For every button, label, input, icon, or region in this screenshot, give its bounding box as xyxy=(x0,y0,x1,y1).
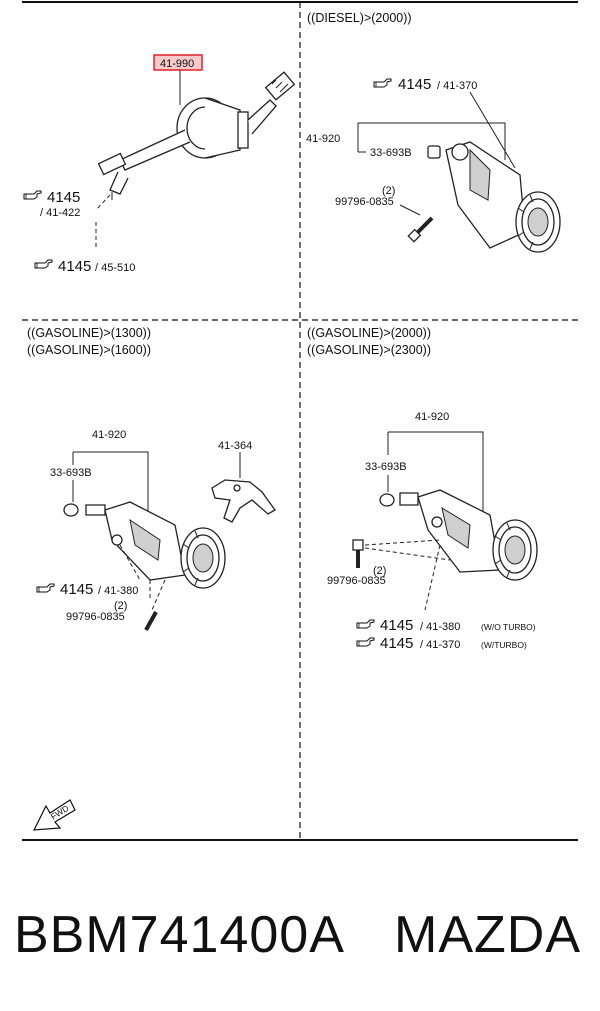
part-b-label: 33-693B xyxy=(365,461,407,473)
condition-label-2: ((GASOLINE)>(1600)) xyxy=(27,343,151,357)
bolt-qty: (2) xyxy=(382,185,395,197)
condition-label-2: ((GASOLINE)>(2300)) xyxy=(307,343,431,357)
ref-code: 4145 xyxy=(380,617,413,634)
part-41-990-label: 41-990 xyxy=(160,58,194,70)
bolt-qty: (2) xyxy=(114,600,127,612)
ref-part: / 41-380 xyxy=(420,621,460,633)
panel-bottom-right: ((GASOLINE)>(2000)) ((GASOLINE)>(2300)) … xyxy=(307,326,538,652)
ref-code: 4145 xyxy=(60,581,93,598)
fwd-arrow-icon: FWD xyxy=(32,799,76,831)
part-b-label: 33-693B xyxy=(370,147,412,159)
condition-label: ((DIESEL)>(2000)) xyxy=(307,11,412,25)
ref-part: / 45-510 xyxy=(95,262,135,274)
highlight-box xyxy=(153,54,203,71)
bolt-head-drawing xyxy=(352,539,364,551)
ref-code: 4145 xyxy=(58,258,91,275)
hand-pointer-icon xyxy=(356,637,375,647)
ref-part: / 41-422 xyxy=(40,207,80,219)
bracket-drawing xyxy=(211,479,276,523)
bolt-qty: (2) xyxy=(373,565,386,577)
ref-part: / 41-370 xyxy=(420,639,460,651)
brand-caption: MAZDA xyxy=(394,906,581,964)
hand-pointer-icon xyxy=(23,190,42,200)
ref-code: 4145 xyxy=(398,76,431,93)
bolt-label: 99796-0835 xyxy=(327,575,386,587)
ref-note: (W/O TURBO) xyxy=(481,622,536,632)
ref-part: / 41-380 xyxy=(98,585,138,597)
clutch-slave-cylinder-drawing xyxy=(104,501,226,589)
bolt-label: 99796-0835 xyxy=(335,196,394,208)
clutch-slave-cylinder-drawing xyxy=(445,141,561,253)
part-c-label: 41-364 xyxy=(218,440,252,452)
ref-code: 4145 xyxy=(47,189,80,206)
panel-bottom-left: ((GASOLINE)>(1300)) ((GASOLINE)>(1600)) … xyxy=(27,326,276,831)
bolt-drawing xyxy=(144,611,158,631)
ref-code: 4145 xyxy=(380,635,413,652)
part-a-label: 41-920 xyxy=(92,429,126,441)
hand-pointer-icon xyxy=(34,259,53,269)
hand-pointer-icon xyxy=(373,78,392,88)
ref-part: / 41-370 xyxy=(437,80,477,92)
hand-pointer-icon xyxy=(356,619,375,629)
ref-note: (W/TURBO) xyxy=(481,640,527,650)
panel-top-right: ((DIESEL)>(2000)) 4145 / 41-370 41-920 3… xyxy=(306,11,561,253)
bolt-label: 99796-0835 xyxy=(66,611,125,623)
slave-cylinder-drawing xyxy=(97,71,296,195)
part-number-caption: BBM741400A xyxy=(14,906,345,964)
part-a-label: 41-920 xyxy=(415,411,449,423)
clutch-slave-cylinder-drawing xyxy=(417,489,538,581)
hand-pointer-icon xyxy=(36,583,55,593)
condition-label-1: ((GASOLINE)>(2000)) xyxy=(307,326,431,340)
panel-top-left: 41-990 4145 / 41-422 4145 / 45-510 xyxy=(23,54,296,275)
condition-label-1: ((GASOLINE)>(1300)) xyxy=(27,326,151,340)
part-a-label: 41-920 xyxy=(306,133,340,145)
part-b-label: 33-693B xyxy=(50,467,92,479)
